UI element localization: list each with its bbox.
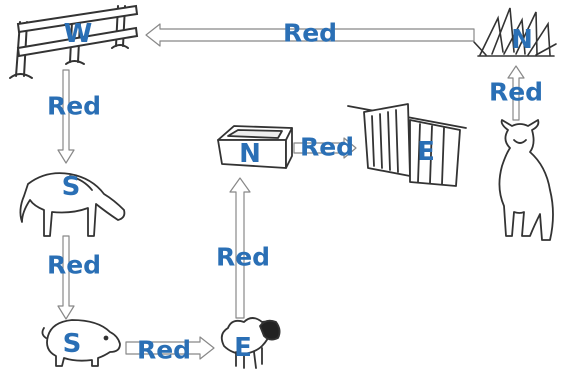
edge-label-pig-to-sheep: Red [136, 335, 192, 365]
edge-label-sheep-to-trough: Red [215, 242, 271, 272]
sheep-drawing [220, 317, 281, 369]
edge-label-grass-to-fence: Red [282, 18, 338, 48]
arrow-horse-to-pig [57, 235, 75, 320]
cow-drawing [498, 119, 554, 241]
arrow-sheep-to-trough [229, 177, 251, 319]
shed-node-label: E [417, 137, 435, 167]
edge-label-trough-to-shed: Red [299, 132, 355, 162]
grass-drawing [473, 7, 557, 57]
edge-label-fence-to-horse: Red [46, 91, 102, 121]
grass-node-label: N [511, 25, 533, 55]
arrow-grass-to-fence [145, 23, 475, 47]
pig-drawing [41, 319, 121, 367]
arrow-pig-to-sheep [125, 336, 215, 360]
horse-node-label: S [61, 172, 81, 202]
arrow-trough-to-shed [293, 137, 357, 159]
trough-node-label: N [239, 139, 261, 169]
trough-drawing [217, 125, 293, 169]
edge-label-cow-to-grass: Red [488, 77, 544, 107]
fence-node-label: W [63, 19, 93, 49]
sheep-node-label: E [234, 333, 252, 363]
fence-drawing [9, 4, 139, 79]
horse-drawing [19, 172, 126, 237]
pig-node-label: S [62, 329, 82, 359]
arrow-cow-to-grass [507, 65, 525, 121]
arrow-fence-to-horse [57, 69, 75, 164]
shed-drawing [347, 103, 467, 187]
edge-label-horse-to-pig: Red [46, 250, 102, 280]
